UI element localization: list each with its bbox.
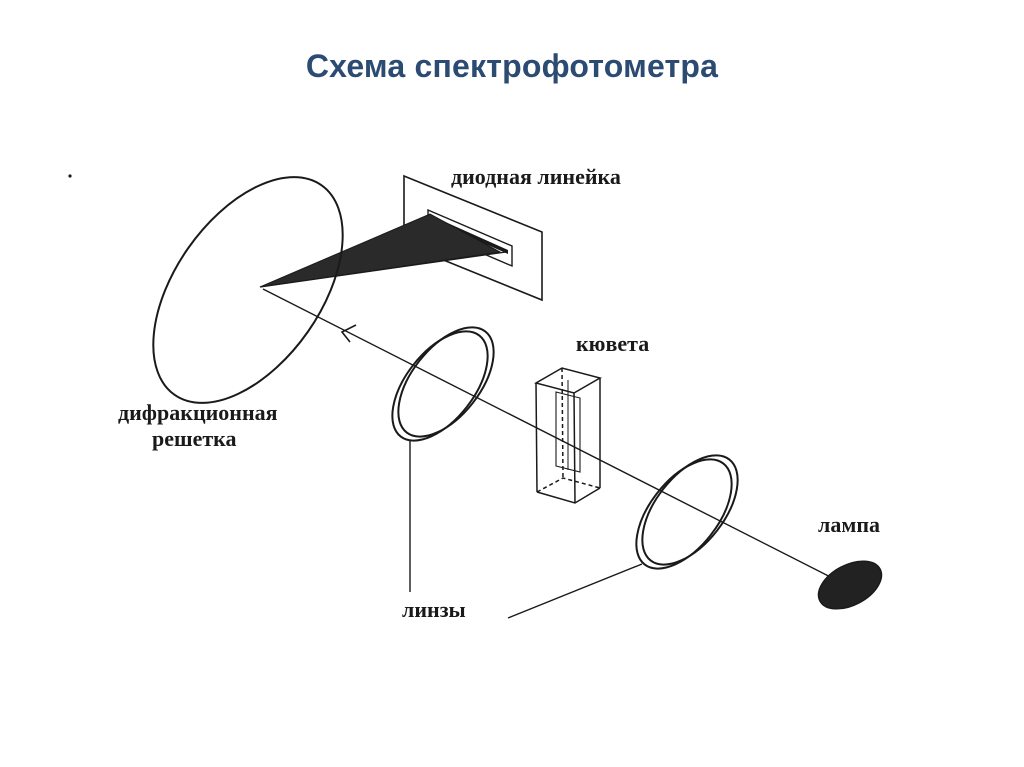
label-lamp: лампа bbox=[818, 512, 880, 537]
fan-edge bbox=[259, 251, 507, 288]
lens-2-callout bbox=[507, 563, 643, 619]
lens-2 bbox=[635, 454, 739, 570]
label-grating-line-2: решетка bbox=[152, 426, 237, 451]
diffraction-grating bbox=[152, 176, 344, 404]
label-lenses: линзы bbox=[402, 597, 466, 622]
beam-arrow bbox=[340, 324, 357, 343]
label-cuvette: кювета bbox=[576, 331, 649, 356]
lamp bbox=[817, 560, 883, 610]
stray-dot bbox=[68, 174, 72, 178]
label-grating-line-1: дифракционная bbox=[118, 400, 278, 425]
label-diode-array: диодная линейка bbox=[451, 164, 621, 189]
slide-title: Схема спектрофотометра bbox=[305, 48, 719, 84]
lens-1 bbox=[391, 326, 495, 442]
optical-beam bbox=[262, 288, 861, 593]
cuvette bbox=[534, 367, 602, 504]
